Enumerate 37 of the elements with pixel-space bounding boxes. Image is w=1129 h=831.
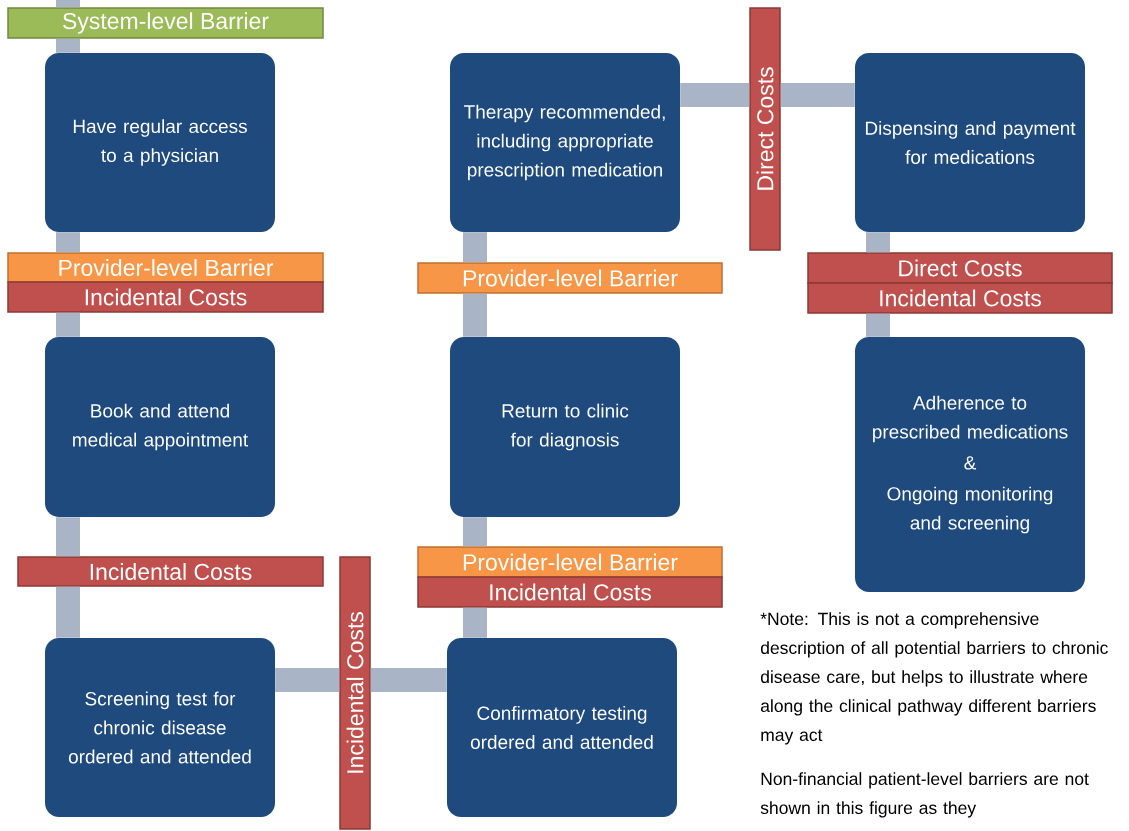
process-box: Adherence to prescribed medications & Ongoing monitoring and screening [855,337,1085,592]
connector-bar [463,517,487,547]
connector-bar [463,293,487,337]
connector-bar [56,232,80,253]
cost-band: Incidental Costs [807,282,1113,314]
process-box: Book and attend medical appointment [45,337,275,517]
process-box: Confirmatory testing ordered and attended [447,638,677,817]
connector-bar [56,312,80,337]
cost-band: Incidental Costs [417,576,723,608]
cost-band: Incidental Costs [17,556,324,587]
cost-band: Incidental Costs [339,556,371,830]
connector-bar [370,668,447,692]
connector-bar [866,232,890,253]
process-box: Dispensing and payment for medications [855,53,1085,232]
process-box: Return to clinic for diagnosis [450,337,680,517]
barrier-band: Provider-level Barrier [7,252,324,283]
barrier-band: System-level Barrier [7,7,324,39]
connector-bar [463,607,487,638]
process-box: Screening test for chronic disease ordered and attended [45,638,275,817]
note-text: Non-financial patient-level barriers are not shown in this figure as they [760,772,1089,818]
connector-bar [780,83,855,107]
barrier-band: Provider-level Barrier [417,546,723,578]
connector-bar [680,83,750,107]
connector-bar [56,38,80,53]
cost-band: Direct Costs [807,252,1113,284]
process-box: Therapy recommended, including appropriate prescription medication [450,53,680,232]
connector-bar [56,517,80,557]
connector-bar [463,232,487,263]
barrier-band: Provider-level Barrier [417,262,723,294]
process-box: Have regular access to a physician [45,53,275,232]
connector-bar [275,668,340,692]
note-text: *Note: This is not a comprehensive description of all potential barriers to chronic disease care, but helps to illustrate where along the clinical pathway different barriers may act [760,612,1108,745]
connector-bar [56,0,80,8]
connector-bar [56,586,80,638]
connector-bar [866,313,890,337]
cost-band: Incidental Costs [7,281,324,313]
cost-band: Direct Costs [749,7,781,251]
